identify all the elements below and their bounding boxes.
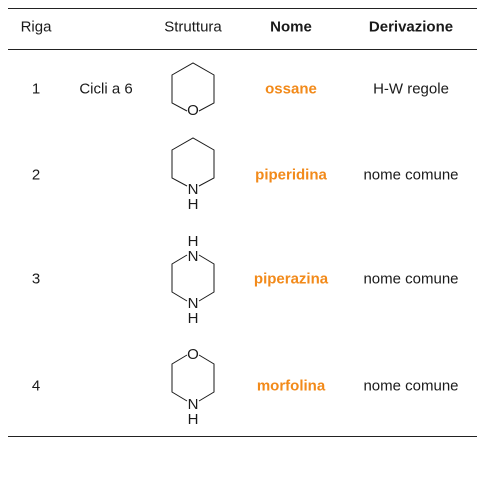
header-nome: Nome	[270, 18, 312, 36]
derivation: nome comune	[363, 270, 459, 288]
table-top-rule	[8, 8, 477, 9]
header-derivazione: Derivazione	[368, 18, 454, 36]
piperazine-ring-icon: H N N H	[168, 231, 218, 327]
ring-atom-label: N	[188, 248, 199, 265]
table-header-rule	[8, 49, 477, 50]
oxane-ring-icon: O	[168, 58, 218, 120]
derivation: nome comune	[363, 166, 459, 184]
compound-name: morfolina	[256, 377, 326, 395]
row-number: 1	[31, 80, 41, 98]
ring-atom-label: N	[188, 181, 199, 198]
ring-atom-label: H	[188, 310, 199, 327]
morpholine-ring-icon: O N H	[168, 343, 218, 429]
ring-atom-label: H	[188, 196, 199, 213]
ring-atom-label: O	[187, 346, 199, 363]
derivation: nome comune	[363, 377, 459, 395]
compound-name: piperazina	[253, 270, 329, 288]
header-riga: Riga	[20, 18, 52, 36]
row-label: Cicli a 6	[79, 80, 133, 98]
ring-atom-label: O	[187, 102, 199, 119]
derivation: H-W regole	[373, 80, 449, 98]
ring-atom-label: N	[188, 396, 199, 413]
row-number: 4	[31, 377, 41, 395]
compound-name: piperidina	[255, 166, 327, 184]
ring-atom-label: H	[188, 411, 199, 428]
row-number: 3	[31, 270, 41, 288]
table-bottom-rule	[8, 436, 477, 437]
row-number: 2	[31, 166, 41, 184]
piperidine-ring-icon: N H	[168, 137, 218, 213]
header-struttura: Struttura	[164, 18, 222, 36]
ring-atom-label: H	[188, 233, 199, 250]
compound-name: ossane	[265, 80, 317, 98]
ring-atom-label: N	[188, 295, 199, 312]
